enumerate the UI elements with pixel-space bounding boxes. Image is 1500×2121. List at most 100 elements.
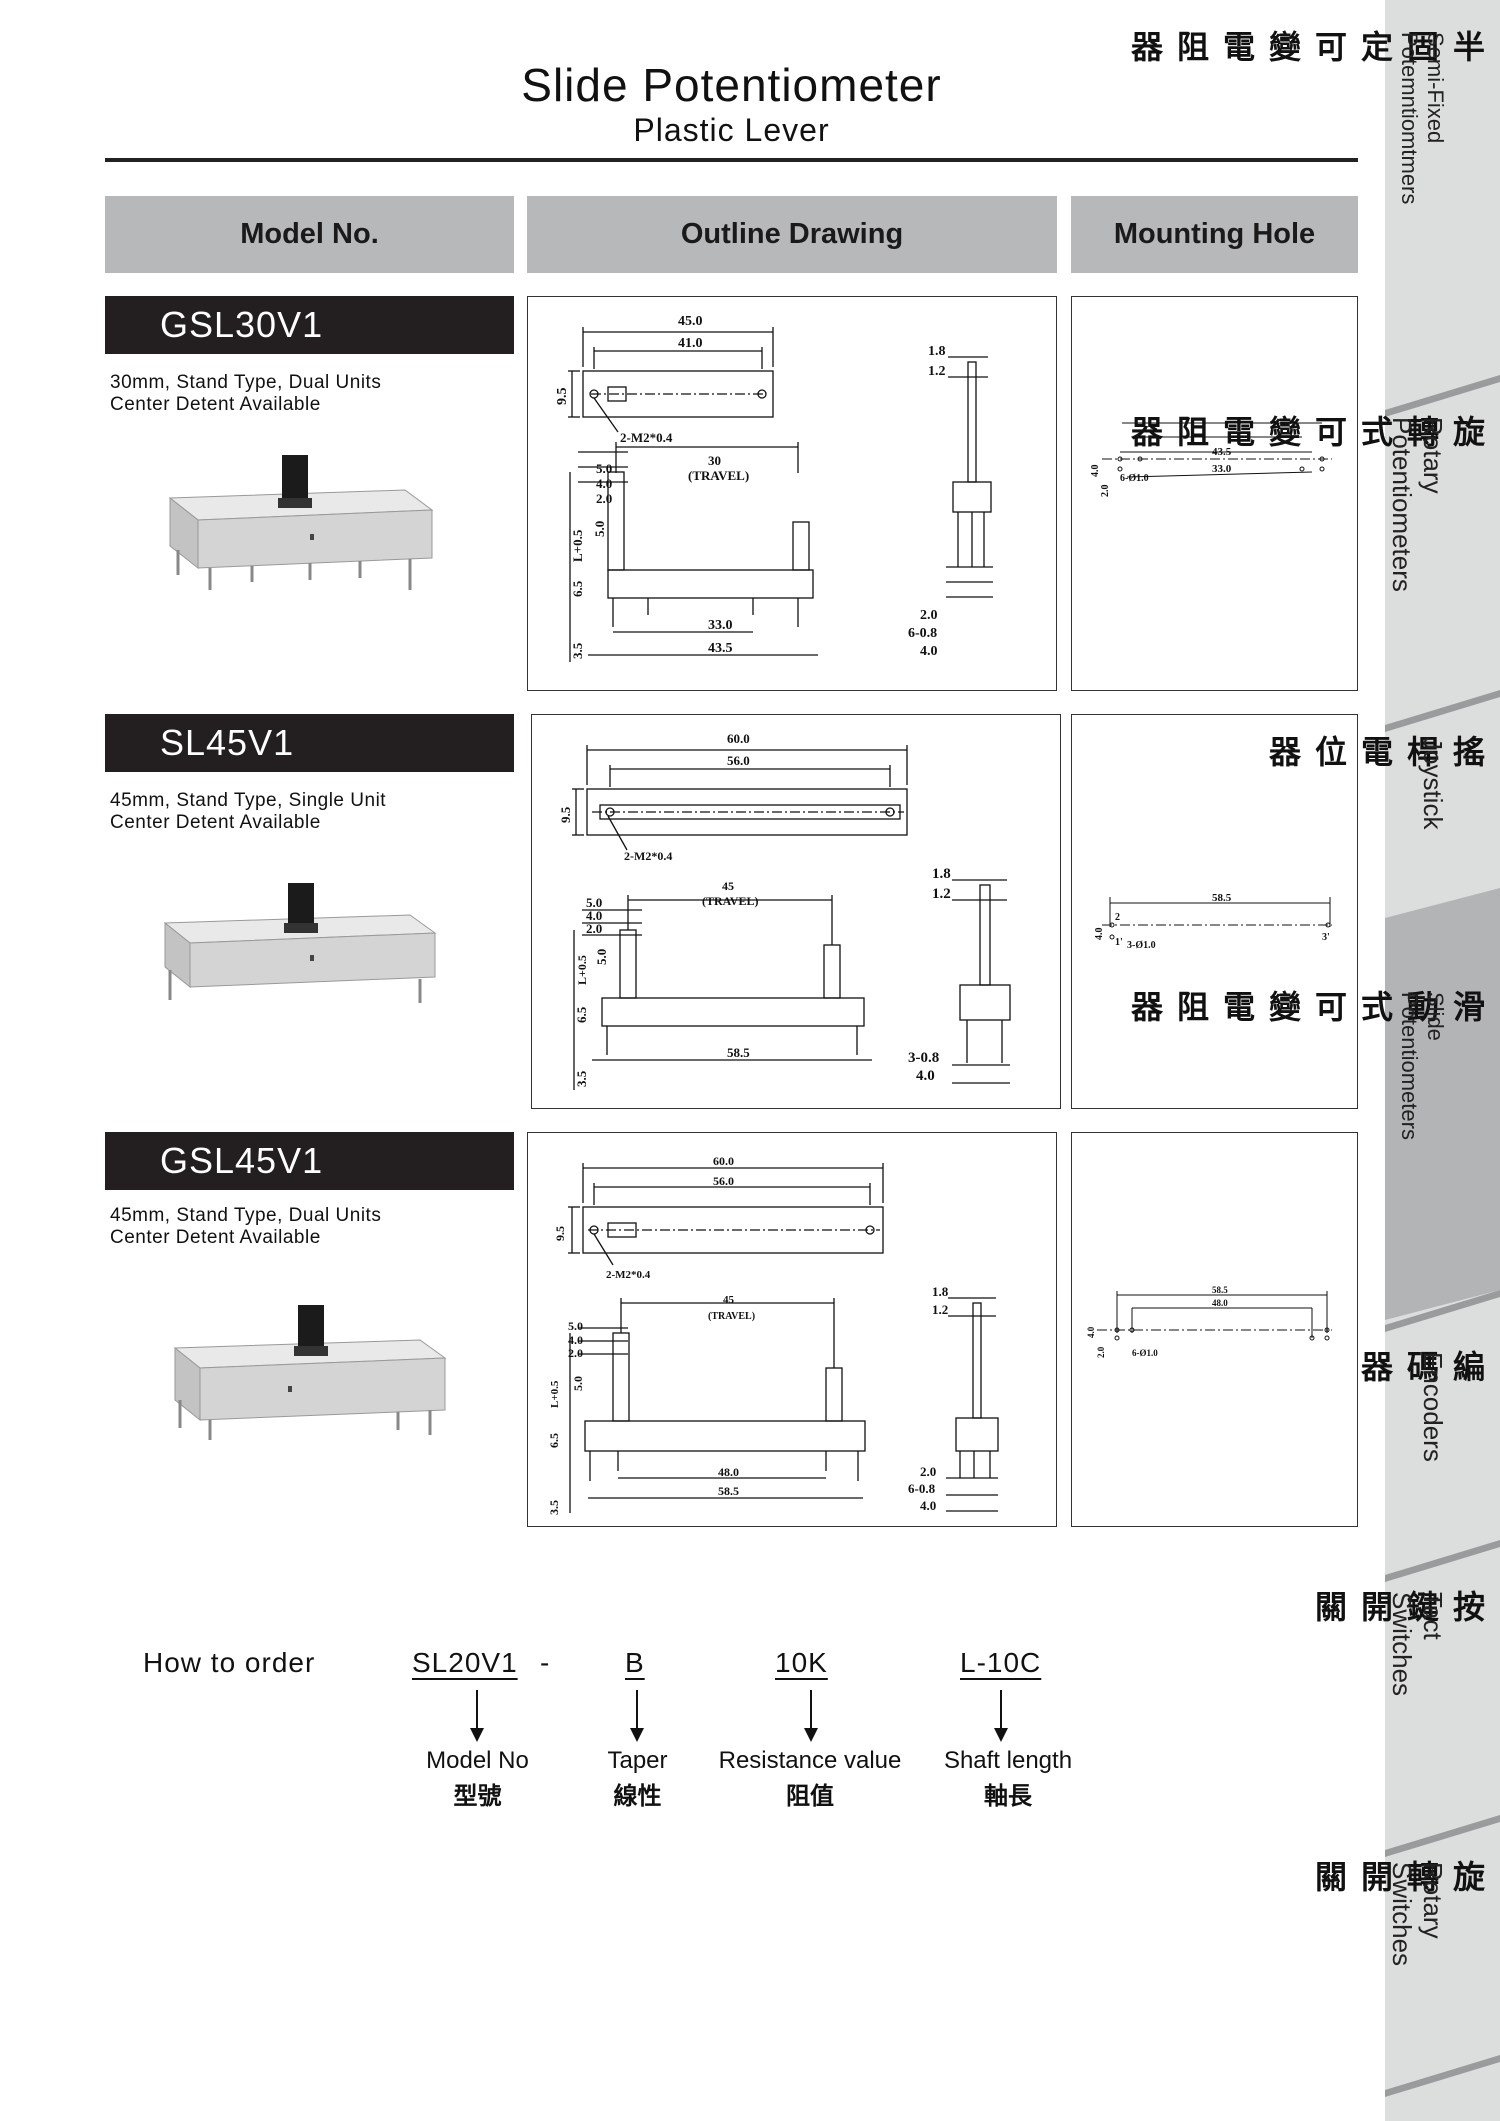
dim-label: 5.0: [592, 521, 607, 537]
dim-label: 2.0: [920, 608, 938, 623]
sidebar-tab-label-zh: 搖桿電位器: [1265, 735, 1485, 769]
dim-label: 6-Ø1.0: [1132, 1348, 1158, 1358]
outline-drawing-svg: 60.0 56.0 9.5 2-M2*0.4 45 (TRAVEL) 5.0 4…: [558, 731, 1011, 1090]
dim-label: 1.2: [932, 886, 951, 902]
arrow-down-icon: [630, 1690, 644, 1742]
dim-label: 2.0: [596, 491, 612, 506]
dim-label: 3.5: [547, 1500, 561, 1515]
sidebar-tab-label-zh: 編碼器: [1357, 1350, 1485, 1384]
dim-label: 9.5: [555, 388, 570, 406]
product-photo-gsl30v1: [168, 455, 434, 590]
mounting-hole-gsl45v1: 58.5 48.0 4.0 2.0 6-Ø1.0: [1071, 1132, 1358, 1527]
description-line: 45mm, Stand Type, Dual Units: [110, 1205, 382, 1226]
title-rule: [105, 158, 1358, 162]
product-description: 45mm, Stand Type, Single Unit Center Det…: [110, 790, 386, 834]
dim-label: 5.0: [586, 895, 602, 910]
dim-label: 43.5: [1212, 446, 1232, 458]
dim-label: 43.5: [708, 641, 733, 656]
dim-label: 45: [722, 879, 734, 893]
dim-label: 2: [1115, 912, 1120, 923]
description-line: Center Detent Available: [110, 394, 321, 415]
product-description: 45mm, Stand Type, Dual Units Center Dete…: [110, 1205, 381, 1249]
dim-label: 2.0: [568, 1346, 583, 1360]
dim-label: 33.0: [708, 618, 733, 633]
dim-label: 2-M2*0.4: [624, 849, 672, 863]
outline-drawing-gsl45v1: 60.0 56.0 9.5 2-M2*0.4 45 (TRAVEL) 5.0 4…: [527, 1132, 1057, 1527]
mounting-hole-svg: 58.5 48.0 4.0 2.0 6-Ø1.0: [1086, 1285, 1332, 1358]
model-name-sl45v1: SL45V1: [105, 714, 514, 772]
order-label-shaft-zh: 軸長: [984, 1783, 1032, 1810]
dim-label: 6-Ø1.0: [1120, 473, 1149, 484]
product-description: 30mm, Stand Type, Dual Units Center Dete…: [110, 372, 381, 416]
dim-label: 1.8: [932, 866, 951, 882]
sidebar-tab-label-en: Encoders: [1418, 1352, 1448, 1462]
model-name-gsl30v1: GSL30V1: [105, 296, 514, 354]
sidebar-tab-label-en: Rotary Potentiometers: [1387, 417, 1448, 592]
dim-label: 58.5: [1212, 1285, 1228, 1295]
order-code-model: SL20V1: [412, 1647, 518, 1678]
dim-label: 6.5: [570, 580, 585, 597]
order-code-shaft: L-10C: [960, 1647, 1042, 1678]
sidebar-tab-label-zh: 半固定可變電阻器: [1127, 30, 1485, 64]
dim-label: 1.8: [928, 344, 946, 359]
dim-label: (TRAVEL): [708, 1311, 755, 1322]
dim-label: (TRAVEL): [702, 894, 758, 908]
dim-label: 56.0: [713, 1174, 734, 1188]
dim-label: 1.2: [928, 364, 946, 379]
order-separator: -: [540, 1647, 551, 1678]
dim-label: 2.0: [1096, 1346, 1106, 1358]
dim-label: L+0.5: [549, 1380, 561, 1408]
dim-label: 3-0.8: [908, 1050, 939, 1066]
order-code-resistance: 10K: [775, 1647, 828, 1678]
dim-label: 4.0: [1090, 465, 1101, 478]
dim-label: 58.5: [1212, 892, 1232, 904]
dim-label: 2.0: [920, 1464, 936, 1479]
dim-label: 6-0.8: [908, 1481, 936, 1496]
outline-drawing-sl45v1: 60.0 56.0 9.5 2-M2*0.4 45 (TRAVEL) 5.0 4…: [531, 714, 1061, 1109]
dim-label: 6-0.8: [908, 626, 937, 641]
dim-label: 58.5: [718, 1484, 739, 1498]
mounting-hole-sl45v1: 58.5 4.0 2 1' 3' 3-Ø1.0: [1071, 714, 1358, 1109]
product-photo-sl45v1: [163, 883, 437, 1003]
dim-label: 45: [723, 1294, 735, 1306]
arrow-down-icon: [994, 1690, 1008, 1742]
dim-label: 33.0: [1212, 463, 1232, 475]
order-label-taper-zh: 線性: [613, 1783, 662, 1810]
outline-drawing-gsl30v1: 45.0 41.0 9.5 2-M2*0.4 30 (TRAVEL) 5.0 4…: [527, 296, 1057, 691]
dim-label: 6.5: [547, 1433, 561, 1448]
column-header-model: Model No.: [105, 196, 514, 273]
dim-label: 58.5: [727, 1045, 750, 1060]
dim-label: 1.2: [932, 1302, 948, 1317]
dim-label: 4.0: [596, 476, 612, 491]
sidebar-tab-label-zh: 旋轉開關: [1311, 1860, 1485, 1894]
outline-drawing-svg: 60.0 56.0 9.5 2-M2*0.4 45 (TRAVEL) 5.0 4…: [547, 1154, 999, 1515]
dim-label: 4.0: [1086, 1326, 1096, 1338]
dim-label: 2-M2*0.4: [606, 1269, 651, 1281]
dim-label: 5.0: [596, 461, 612, 476]
description-line: Center Detent Available: [110, 812, 321, 833]
arrow-down-icon: [470, 1690, 484, 1742]
mounting-hole-svg: 58.5 4.0 2 1' 3' 3-Ø1.0: [1094, 892, 1332, 951]
column-header-outline: Outline Drawing: [527, 196, 1057, 273]
sidebar-tab-label-en: Tact Switches: [1387, 1592, 1448, 1697]
dim-label: 2-M2*0.4: [620, 430, 673, 445]
sidebar-tab-dividers: [1385, 375, 1500, 2097]
order-label-resistance: Resistance value: [718, 1747, 902, 1774]
order-label-model: Model No: [426, 1747, 529, 1774]
dim-label: 2.0: [586, 921, 602, 936]
dim-label: 4.0: [920, 644, 938, 659]
dim-label: 1.8: [932, 1284, 949, 1299]
how-to-order-label: How to order: [143, 1647, 316, 1678]
dim-label: 48.0: [1212, 1298, 1228, 1308]
order-label-resistance-zh: 阻值: [786, 1783, 834, 1810]
sidebar-tab-label-en: Semi-Fixed Potemntiomtmers: [1397, 32, 1448, 205]
sidebar-tab-label-en: Slide Potentiometers: [1397, 992, 1448, 1140]
dim-label: 5.0: [594, 949, 609, 965]
dim-label: L+0.5: [570, 529, 585, 562]
dim-label: 5.0: [568, 1319, 583, 1333]
order-label-shaft: Shaft length: [943, 1747, 1073, 1774]
page-title: Slide Potentiometer: [521, 59, 942, 111]
order-label-model-zh: 型號: [453, 1783, 502, 1810]
mounting-hole-gsl30v1: 43.5 33.0 4.0 2.0 6-Ø1.0: [1071, 296, 1358, 691]
product-photo-gsl45v1: [173, 1305, 447, 1440]
